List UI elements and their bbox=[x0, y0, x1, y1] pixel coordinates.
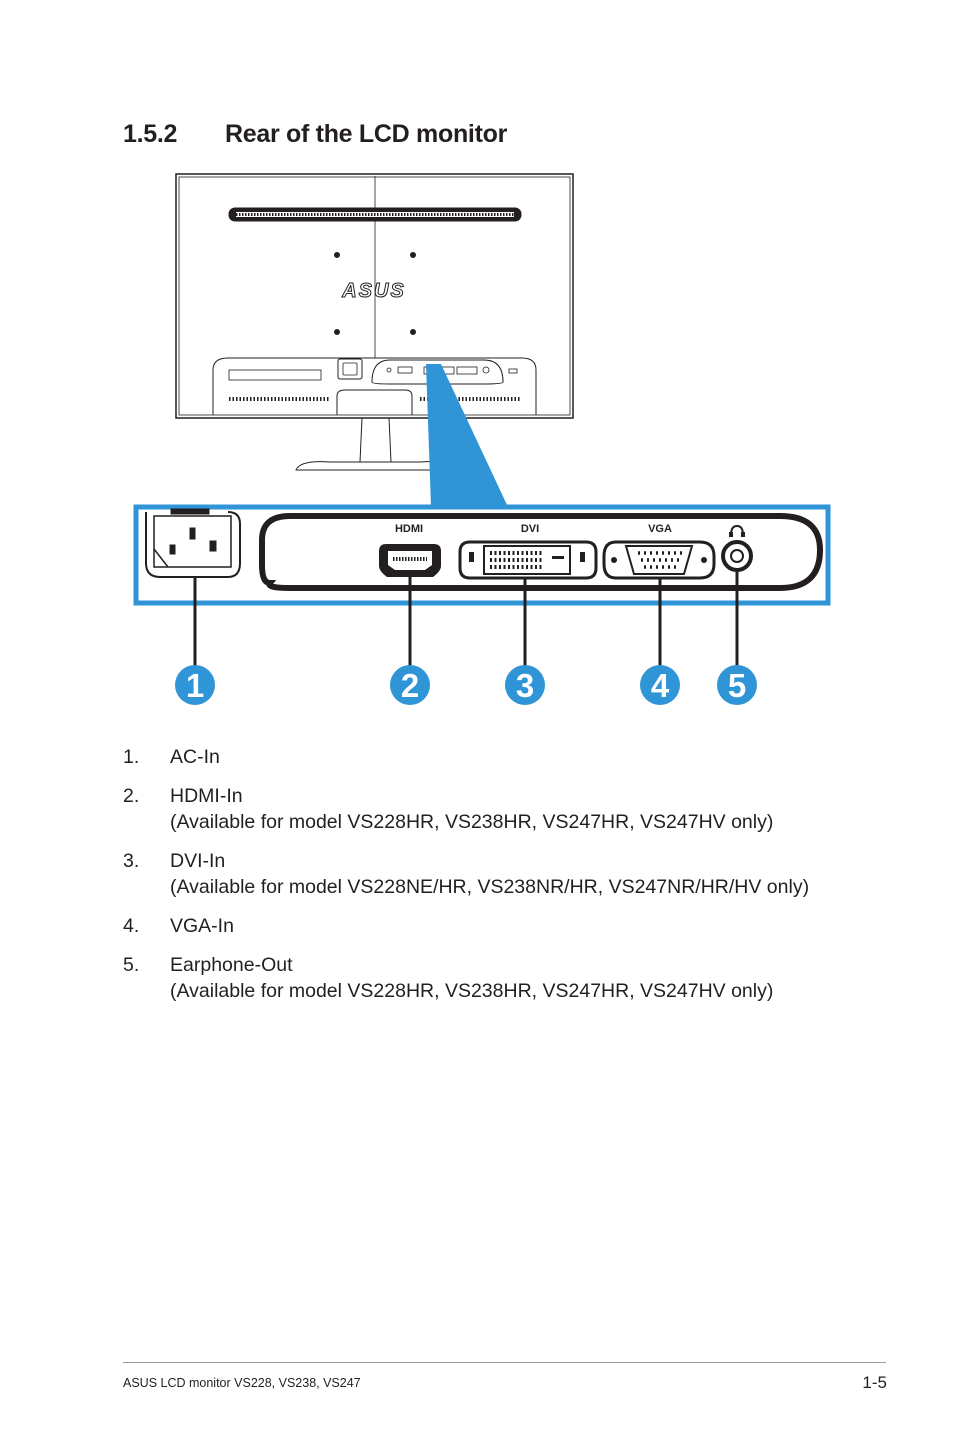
callout-1: 1 bbox=[175, 665, 215, 705]
item-title: DVI-In bbox=[170, 850, 226, 872]
item-title: Earphone-Out bbox=[170, 954, 293, 976]
zoom-connector bbox=[426, 364, 508, 507]
svg-text:2: 2 bbox=[401, 667, 419, 704]
item-number: 2. bbox=[123, 785, 140, 807]
footer-rule bbox=[123, 1362, 886, 1363]
headphone-icon bbox=[730, 524, 744, 536]
section-title: Rear of the LCD monitor bbox=[225, 120, 507, 148]
item-title: AC-In bbox=[170, 746, 220, 768]
callout-2: 2 bbox=[390, 665, 430, 705]
footer-title: ASUS LCD monitor VS228, VS238, VS247 bbox=[123, 1376, 361, 1390]
item-note: (Available for model VS228NE/HR, VS238NR… bbox=[170, 876, 810, 898]
item-number: 1. bbox=[123, 746, 140, 768]
signal-port-panel bbox=[259, 513, 824, 591]
vga-port bbox=[602, 540, 716, 580]
list-item: 4. VGA-In bbox=[123, 913, 843, 939]
svg-text:5: 5 bbox=[728, 667, 746, 704]
port-list: 1. AC-In 2. HDMI-In (Available for model… bbox=[123, 744, 843, 1017]
dvi-port bbox=[458, 540, 598, 580]
vga-label: VGA bbox=[648, 523, 672, 535]
monitor-back bbox=[175, 173, 574, 471]
list-item: 1. AC-In bbox=[123, 744, 843, 770]
section-heading: 1.5.2 Rear of the LCD monitor bbox=[123, 120, 507, 149]
item-number: 5. bbox=[123, 954, 140, 976]
asus-logo: ASUS bbox=[341, 280, 406, 302]
ac-in-port bbox=[145, 508, 241, 578]
hdmi-port bbox=[379, 544, 441, 577]
section-number: 1.5.2 bbox=[123, 120, 178, 148]
callout-leaders bbox=[193, 570, 739, 668]
list-item: 2. HDMI-In (Available for model VS228HR,… bbox=[123, 783, 843, 835]
item-title: VGA-In bbox=[170, 915, 234, 937]
item-number: 4. bbox=[123, 915, 140, 937]
callout-5: 5 bbox=[717, 665, 757, 705]
page-number: 1-5 bbox=[862, 1373, 887, 1392]
callout-4: 4 bbox=[640, 665, 680, 705]
dvi-label: DVI bbox=[521, 523, 539, 535]
list-item: 5. Earphone-Out (Available for model VS2… bbox=[123, 952, 843, 1004]
svg-text:1: 1 bbox=[186, 667, 204, 704]
list-item: 3. DVI-In (Available for model VS228NE/H… bbox=[123, 848, 843, 900]
callout-3: 3 bbox=[505, 665, 545, 705]
zoom-panel-frame bbox=[133, 504, 831, 606]
svg-text:3: 3 bbox=[516, 667, 534, 704]
item-note: (Available for model VS228HR, VS238HR, V… bbox=[170, 980, 774, 1002]
hdmi-label: HDMI bbox=[395, 523, 423, 535]
item-title: HDMI-In bbox=[170, 785, 243, 807]
item-note: (Available for model VS228HR, VS238HR, V… bbox=[170, 811, 774, 833]
monitor-rear-diagram: ASUS HDMI DVI VGA bbox=[133, 173, 831, 705]
svg-text:4: 4 bbox=[651, 667, 670, 704]
earphone-port bbox=[721, 524, 753, 572]
item-number: 3. bbox=[123, 850, 140, 872]
